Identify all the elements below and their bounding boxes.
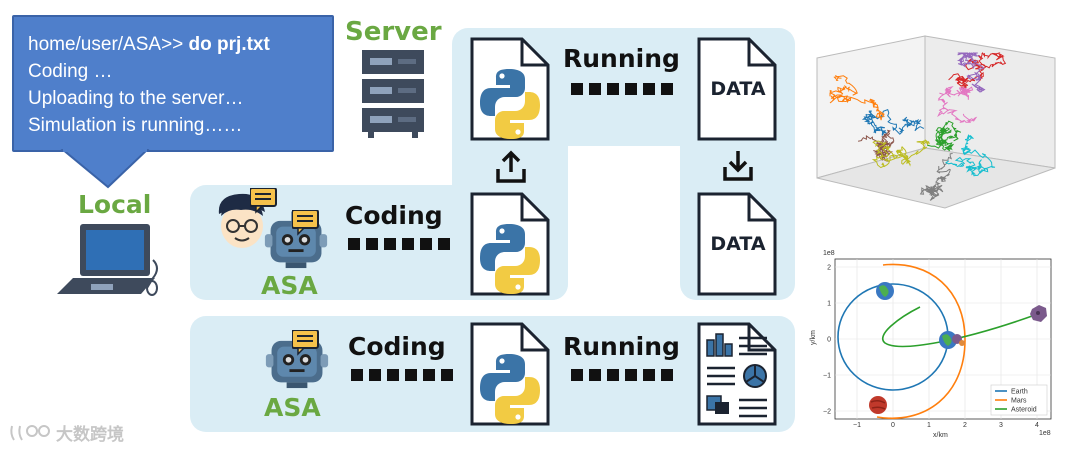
progress-dots-bottom-left — [351, 369, 453, 381]
x-tick-label: −1 — [853, 422, 861, 429]
y-tick-label: 2 — [827, 265, 831, 272]
data-file-label-bottom: DATA — [710, 233, 766, 255]
download-icon — [723, 151, 753, 181]
running-label-top: Running — [563, 44, 680, 73]
y-tick-label: −2 — [823, 409, 831, 416]
asteroid-trajectory — [882, 306, 1036, 348]
y-exponent: 1e8 — [823, 250, 835, 257]
report-icon — [697, 322, 777, 426]
random-walk-path — [857, 129, 895, 162]
asteroid-cluster-icon — [952, 334, 965, 346]
random-walk-path — [945, 134, 996, 177]
x-tick-label: 1 — [927, 422, 931, 429]
x-axis-label: x/km — [933, 432, 948, 439]
y-tick-label: −1 — [823, 373, 831, 380]
bubble-tail — [60, 149, 150, 189]
local-label: Local — [78, 190, 152, 219]
random-walk-path — [829, 74, 886, 121]
terminal-line: Coding … — [28, 61, 113, 82]
legend-asteroid: Asteroid — [1011, 407, 1037, 414]
asa-label-top: ASA — [261, 271, 318, 300]
watermark-text: 大数跨境 — [56, 425, 124, 445]
y-tick-label: 1 — [827, 301, 831, 308]
server-icon — [362, 50, 424, 138]
earth-icon — [876, 282, 894, 300]
laptop-icon — [57, 224, 158, 296]
earth-icon — [939, 331, 957, 349]
x-exponent: 1e8 — [1039, 430, 1051, 437]
terminal-line: Uploading to the server… — [28, 88, 244, 109]
terminal-bubble: home/user/ASA>> do prj.txt Coding … Uplo… — [12, 15, 334, 152]
random-walk-3d-plot — [816, 35, 1056, 209]
random-walk-path — [926, 120, 962, 152]
progress-dots-bottom-right — [571, 369, 673, 381]
progress-dots-mid — [348, 238, 450, 250]
random-walk-path — [937, 86, 978, 123]
asteroid-icon — [1030, 305, 1047, 322]
terminal-command-line: home/user/ASA>> do prj.txt — [28, 31, 332, 58]
random-walk-path — [956, 52, 986, 93]
watermark-logo-icon — [10, 424, 50, 441]
random-walk-path — [919, 153, 953, 201]
data-file-label-top: DATA — [710, 78, 766, 100]
random-walk-path — [871, 139, 931, 169]
mars-orbit — [876, 263, 966, 419]
x-tick-label: 4 — [1035, 422, 1039, 429]
x-tick-label: 3 — [999, 422, 1003, 429]
asa-label-bottom: ASA — [264, 393, 321, 422]
random-walk-paths — [829, 52, 1007, 201]
python-file-icon — [470, 37, 550, 141]
server-label: Server — [345, 17, 442, 47]
progress-dots-top — [571, 83, 673, 95]
legend-earth: Earth — [1011, 389, 1028, 396]
terminal-line: Simulation is running…… — [28, 115, 243, 136]
running-label-bottom: Running — [563, 332, 680, 361]
python-file-icon — [470, 322, 550, 426]
mars-icon — [869, 396, 887, 414]
y-tick-label: 0 — [827, 337, 831, 344]
coding-label-bottom: Coding — [348, 332, 446, 361]
y-axis-label: y/km — [810, 330, 817, 345]
robot-chat-icon — [292, 330, 319, 355]
orbit-tick-labels: 2 1 0 −1 −2 −1 0 1 2 3 4 — [823, 265, 1039, 430]
x-tick-label: 0 — [891, 422, 895, 429]
upload-icon — [496, 150, 526, 183]
terminal-prompt: home/user/ASA>> — [28, 34, 189, 55]
python-file-icon — [470, 192, 550, 296]
legend-mars: Mars — [1011, 398, 1027, 405]
watermark: 大数跨境 — [8, 420, 124, 445]
robot-chat-icon — [292, 210, 319, 235]
terminal-command: do prj.txt — [188, 34, 270, 55]
x-tick-label: 2 — [963, 422, 967, 429]
orbit-plot: 1e8 2 1 0 −1 −2 −1 0 1 2 3 4 y/km x/km 1e8 Earth M… — [810, 250, 1052, 439]
coding-label-mid: Coding — [345, 201, 443, 230]
